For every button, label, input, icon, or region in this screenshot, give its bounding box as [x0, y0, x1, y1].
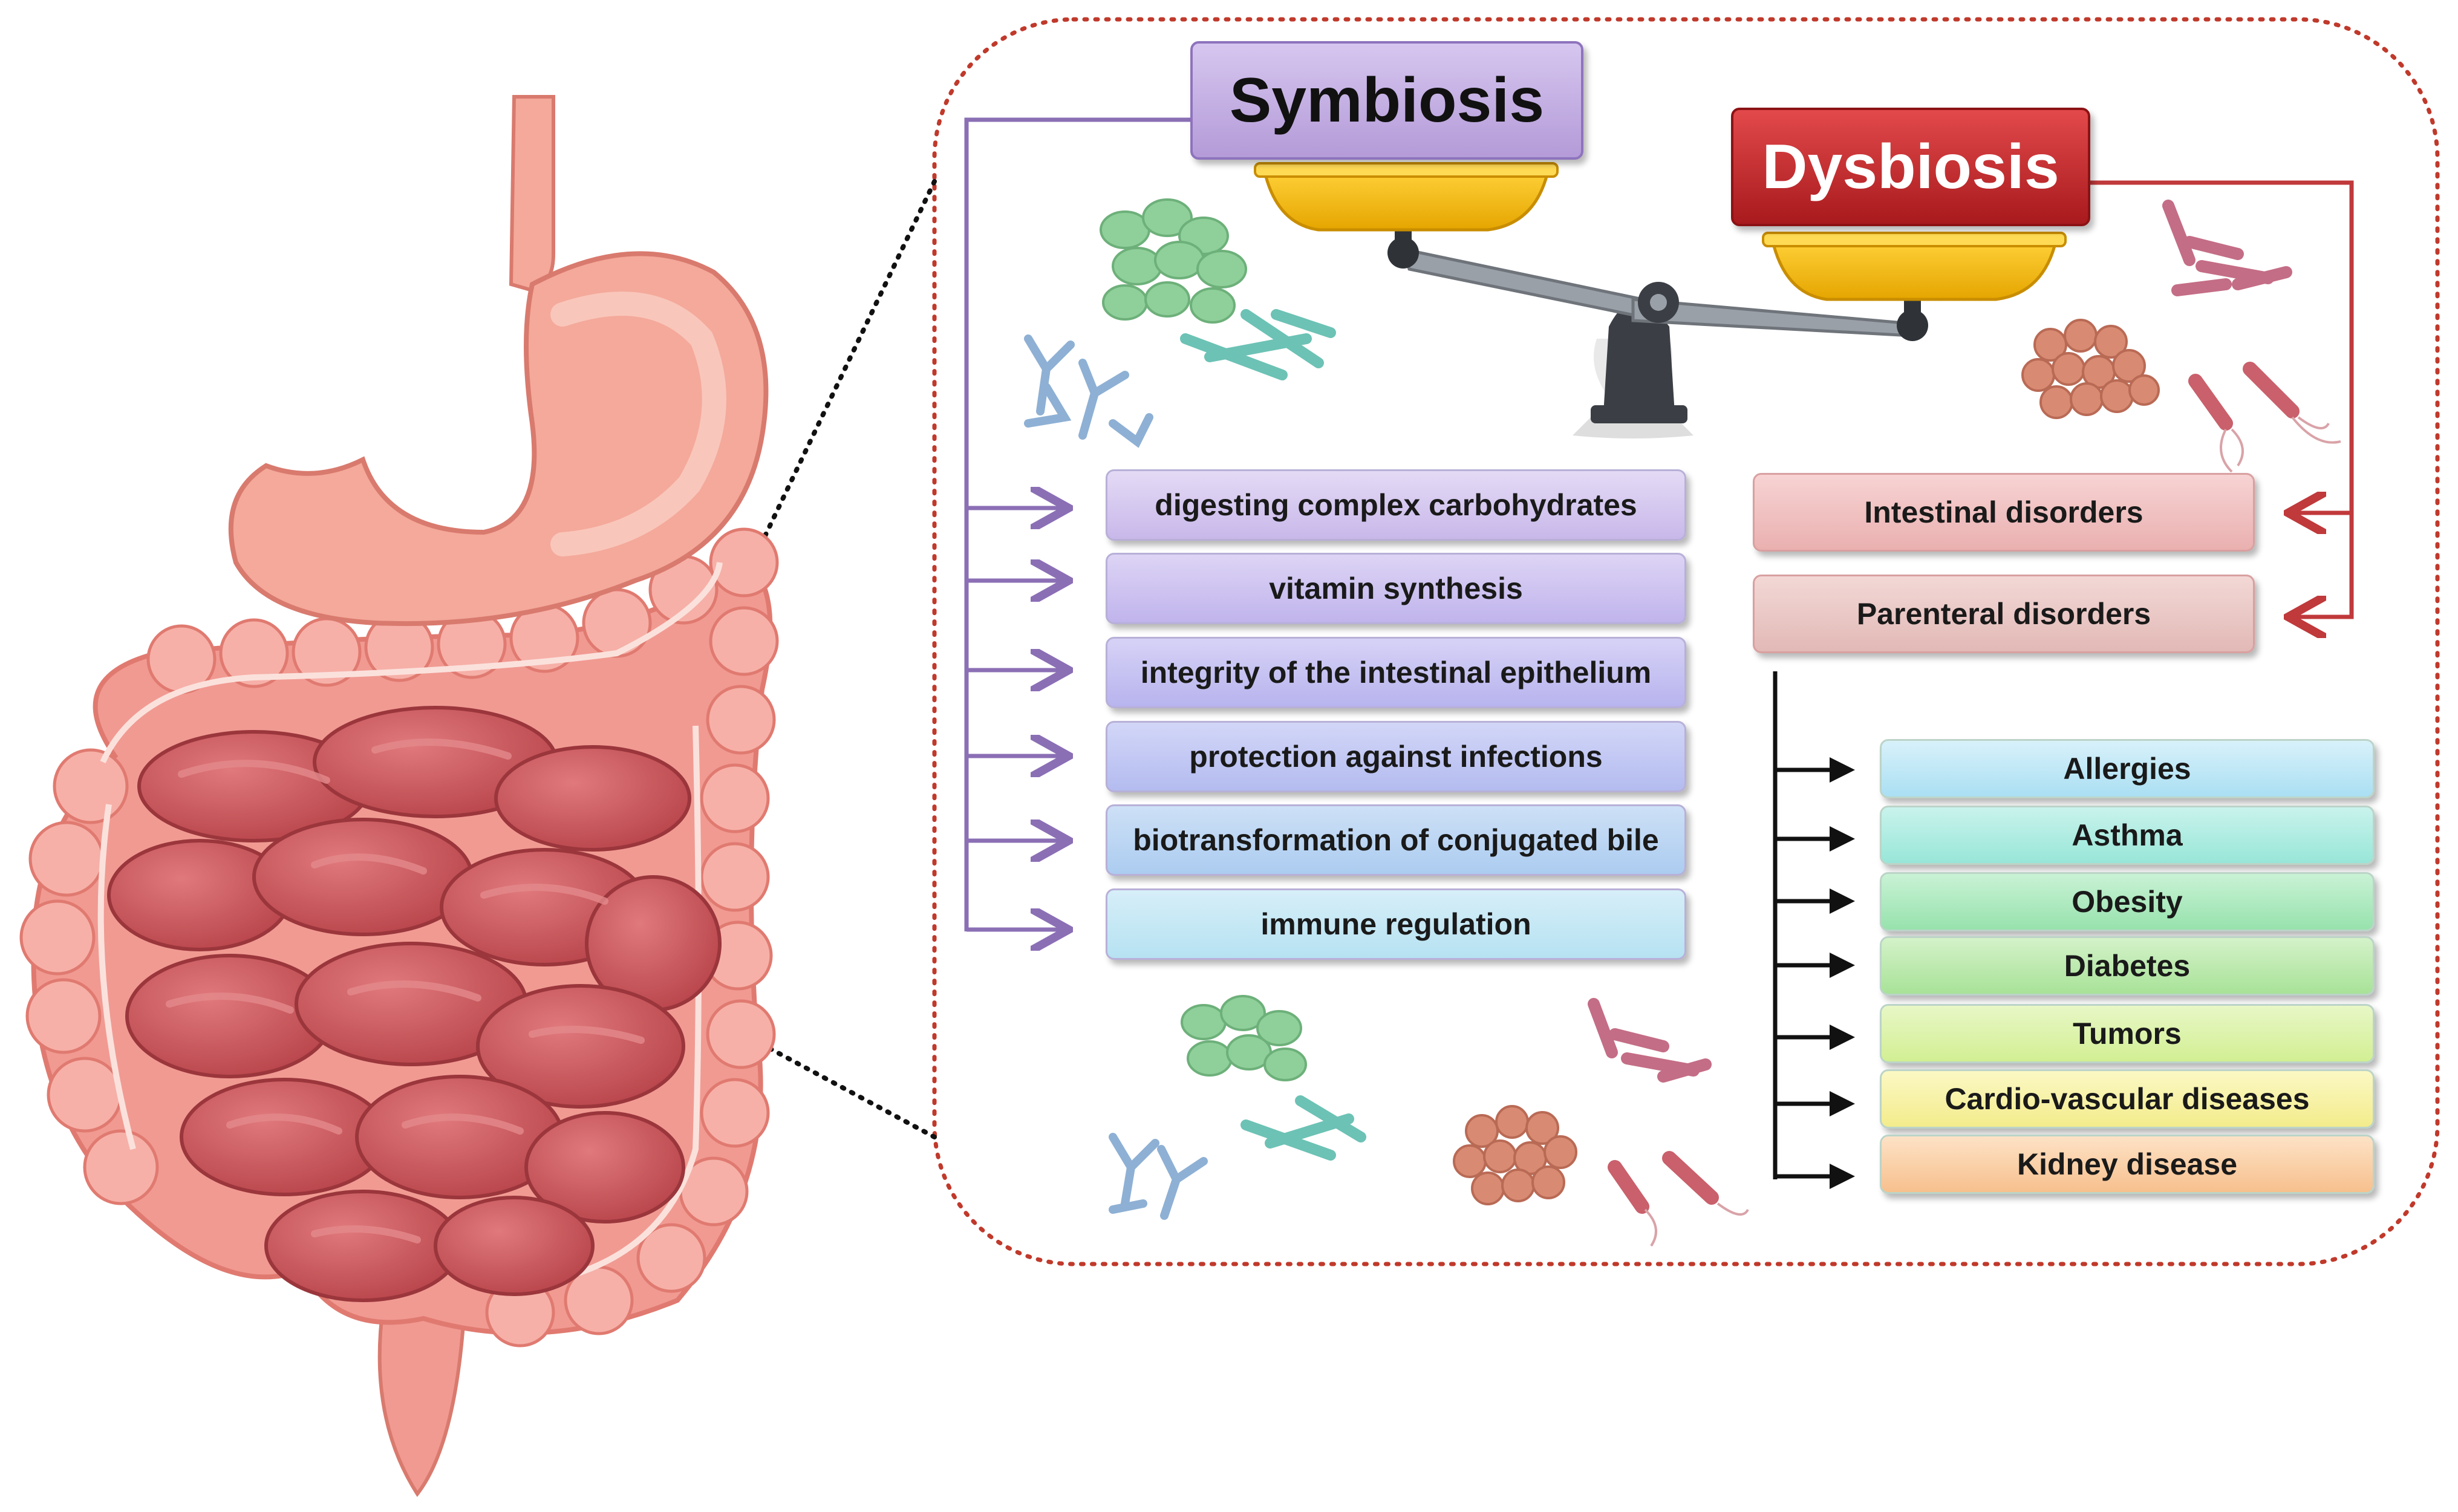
disease-box: Obesity [1880, 872, 2375, 931]
disease-box: Kidney disease [1880, 1135, 2375, 1194]
disease-box: Tumors [1880, 1004, 2375, 1063]
function-box: biotransformation of conjugated bile [1106, 804, 1686, 876]
zoom-frame [932, 17, 2440, 1266]
disease-box: Diabetes [1880, 936, 2375, 996]
y-shaped-bacteria-icon [1109, 1133, 1208, 1220]
disease-box: Allergies [1880, 739, 2375, 798]
rod-bacteria-icon [2188, 362, 2341, 473]
bacteria-cluster-icon [1181, 995, 1307, 1081]
disease-box: Cardio-vascular diseases [1880, 1069, 2375, 1129]
disease-box: Asthma [1880, 806, 2375, 865]
function-box: immune regulation [1106, 888, 1686, 960]
function-box: digesting complex carbohydrates [1106, 469, 1686, 541]
function-box: protection against infections [1106, 721, 1686, 792]
rod-bacteria-icon [1588, 998, 1712, 1083]
disorder-box: Intestinal disorders [1753, 473, 2255, 552]
y-shaped-bacteria-icon [1024, 334, 1153, 448]
dysbiosis-title: Dysbiosis [1731, 108, 2090, 226]
rod-bacteria-icon [1608, 1151, 1749, 1247]
rod-bacteria-icon [1180, 309, 1336, 380]
bacteria-cluster-icon [1453, 1105, 1577, 1205]
bacteria-cluster-icon [2021, 319, 2160, 419]
bacteria-cluster-icon [1100, 198, 1247, 324]
disease-connectors [1773, 671, 1855, 1189]
symbiosis-connectors [964, 117, 1190, 931]
intestine-illustration [19, 95, 779, 1497]
function-box: integrity of the intestinal epithelium [1106, 637, 1686, 708]
function-box: vitamin synthesis [1106, 553, 1686, 624]
rod-bacteria-icon [1240, 1095, 1366, 1161]
disorder-box: Parenteral disorders [1753, 575, 2255, 653]
symbiosis-title: Symbiosis [1190, 41, 1583, 160]
dysbiosis-connectors [2090, 180, 2354, 617]
rod-bacteria-icon [2162, 200, 2292, 296]
balance-scale-icon [1254, 162, 2067, 438]
